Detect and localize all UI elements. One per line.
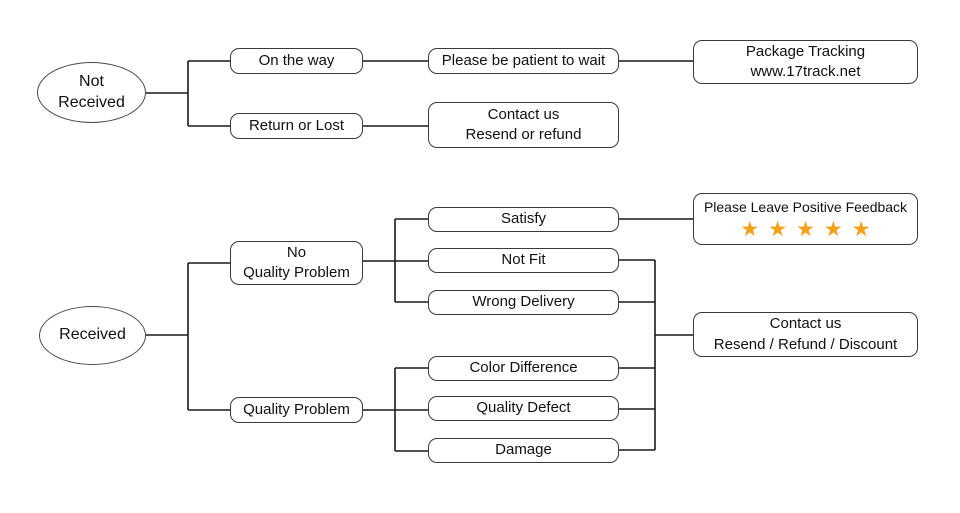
node-no-quality-problem-line1: No <box>286 243 307 261</box>
node-contact-resend-refund-line2: Resend or refund <box>465 126 582 143</box>
node-contact-resend-refund-discount: Contact us Resend / Refund / Discount <box>693 312 918 357</box>
node-no-quality-problem: No Quality Problem <box>230 241 363 285</box>
package-tracking-url: www.17track.net <box>750 63 861 80</box>
node-wrong-delivery: Wrong Delivery <box>428 290 619 315</box>
node-not-received: Not Received <box>37 62 146 123</box>
node-package-tracking: Package Tracking www.17track.net <box>693 40 918 84</box>
node-positive-feedback: Please Leave Positive Feedback ★★★★★ <box>693 193 918 245</box>
node-quality-problem: Quality Problem <box>230 397 363 423</box>
node-color-difference: Color Difference <box>428 356 619 381</box>
five-star-rating-icon: ★★★★★ <box>740 217 880 241</box>
node-on-the-way: On the way <box>230 48 363 74</box>
node-contact-resend-refund-discount-line2: Resend / Refund / Discount <box>713 335 898 353</box>
node-contact-resend-refund: Contact us Resend or refund <box>428 102 619 148</box>
node-not-fit: Not Fit <box>428 248 619 273</box>
node-not-received-line1: Not <box>79 72 104 90</box>
node-contact-resend-refund-discount-line1: Contact us <box>769 315 842 333</box>
node-contact-resend-refund-line1: Contact us <box>487 105 560 123</box>
node-please-be-patient: Please be patient to wait <box>428 48 619 74</box>
positive-feedback-label: Please Leave Positive Feedback <box>703 199 908 216</box>
node-not-received-line2: Received <box>58 93 125 111</box>
node-package-tracking-line1: Package Tracking <box>745 42 866 60</box>
node-damage: Damage <box>428 438 619 463</box>
node-satisfy: Satisfy <box>428 207 619 232</box>
node-received: Received <box>39 306 146 365</box>
node-no-quality-problem-line2: Quality Problem <box>243 264 350 281</box>
node-return-or-lost: Return or Lost <box>230 113 363 139</box>
node-quality-defect: Quality Defect <box>428 396 619 421</box>
